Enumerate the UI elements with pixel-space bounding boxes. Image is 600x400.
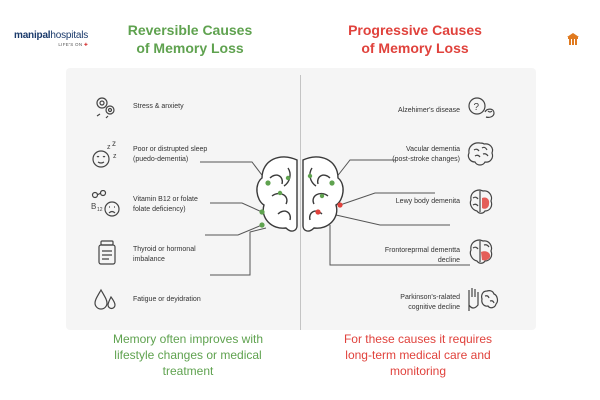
brain-dots: [259, 173, 343, 228]
left-item-2-line-2: (puedo-dementia): [133, 156, 189, 163]
left-item-1-line-1: Stress & anxiety: [133, 103, 184, 110]
left-item-4-line-2: imbalance: [133, 256, 165, 263]
right-item-5-line-1: Parkinson's-ralated: [400, 294, 460, 301]
sleepy-face-icon: z z z: [90, 139, 120, 175]
central-brain-icon: [256, 156, 344, 232]
brain-red-front-icon: [468, 238, 494, 271]
reversible-footer-note: Memory often improves with lifestyle cha…: [88, 331, 288, 379]
hand-brain-icon: [465, 285, 499, 318]
right-item-4: Frontoreprmal dementta decline: [330, 246, 460, 266]
reversible-causes-heading: Reversible Causes of Memory Loss: [100, 21, 280, 57]
right-item-3: Lewy body demenita: [330, 197, 460, 207]
reversible-footer-line-2: lifestyle changes or medical: [114, 348, 262, 362]
left-item-5: Fatigue or deyidration: [133, 295, 201, 305]
svg-text:z: z: [107, 144, 111, 151]
logo-tagline-text: LIFE'S ON: [58, 42, 83, 47]
right-item-4-line-2: decline: [437, 257, 460, 264]
head-question-icon: ?: [467, 96, 497, 127]
center-divider: [300, 75, 301, 330]
water-drops-icon: [92, 287, 118, 318]
logo-name-bold: manipal: [14, 30, 51, 41]
progressive-heading-line-1: Progressive Causes: [348, 22, 482, 38]
progressive-footer-line-2: long-term medical care and: [345, 348, 491, 362]
left-item-3-line-2: folate deficiency): [133, 206, 186, 213]
progressive-heading-line-2: of Memory Loss: [361, 40, 469, 56]
reversible-footer-line-1: Memory often improves with: [112, 332, 264, 346]
pill-bottle-icon: [97, 240, 117, 271]
svg-text:z: z: [112, 140, 116, 148]
left-item-2: Poor or distrupted sleep (puedo-dementia…: [133, 145, 207, 165]
svg-text:B: B: [91, 202, 96, 211]
right-item-2-line-2: (post-stroke changes): [392, 156, 460, 163]
reversible-heading-line-2: of Memory Loss: [136, 40, 244, 56]
temple-logo-icon: [566, 32, 580, 51]
right-item-4-line-1: Frontoreprmal dementta: [384, 247, 460, 254]
brand-logo: manipalhospitals LIFE'S ON ✚: [14, 30, 88, 48]
reversible-footer-line-3: treatment: [162, 364, 214, 378]
diagram-panel: [66, 68, 536, 330]
left-item-4: Thyroid or hormonal imbalance: [133, 245, 196, 265]
left-item-4-line-1: Thyroid or hormonal: [133, 246, 196, 253]
svg-text:z: z: [113, 153, 117, 160]
right-item-1-line-1: Alzehimer's disease: [397, 107, 460, 114]
vitamin-b12-icon: B 12: [90, 189, 122, 225]
progressive-footer-note: For these causes it requires long-term m…: [318, 331, 518, 379]
right-item-2: Vacular dementia (post-stroke changes): [330, 145, 460, 165]
right-item-3-line-1: Lewy body demenita: [395, 198, 460, 205]
connector-lines: [200, 159, 470, 276]
svg-text:?: ?: [474, 102, 480, 113]
left-item-3: Vitamin B12 or folate folate deficiency): [133, 195, 198, 215]
left-item-5-line-1: Fatigue or deyidration: [133, 296, 201, 303]
logo-wordmark: manipalhospitals: [14, 30, 88, 41]
progressive-footer-line-1: For these causes it requires: [343, 332, 493, 346]
progressive-footer-line-3: monitoring: [389, 364, 447, 378]
logo-plus-icon: ✚: [83, 42, 89, 47]
progressive-causes-heading: Progressive Causes of Memory Loss: [320, 21, 510, 57]
logo-tagline: LIFE'S ON ✚: [14, 42, 88, 48]
right-item-5: Parkinson's-ralated cognitive decline: [330, 293, 460, 313]
brain-icon: [466, 140, 496, 173]
left-item-2-line-1: Poor or distrupted sleep: [133, 146, 208, 153]
svg-text:12: 12: [97, 207, 103, 213]
right-item-2-line-1: Vacular dementia: [406, 146, 460, 153]
logo-name-light: hospitals: [50, 30, 89, 41]
right-item-5-line-2: cognitive decline: [408, 304, 460, 311]
gears-head-icon: [92, 94, 118, 125]
left-item-1: Stress & anxiety: [133, 102, 184, 112]
reversible-heading-line-1: Reversible Causes: [127, 22, 253, 38]
left-item-3-line-1: Vitamin B12 or folate: [133, 196, 198, 203]
right-item-1: Alzehimer's disease: [330, 106, 460, 116]
brain-red-spot-icon: [468, 188, 494, 221]
